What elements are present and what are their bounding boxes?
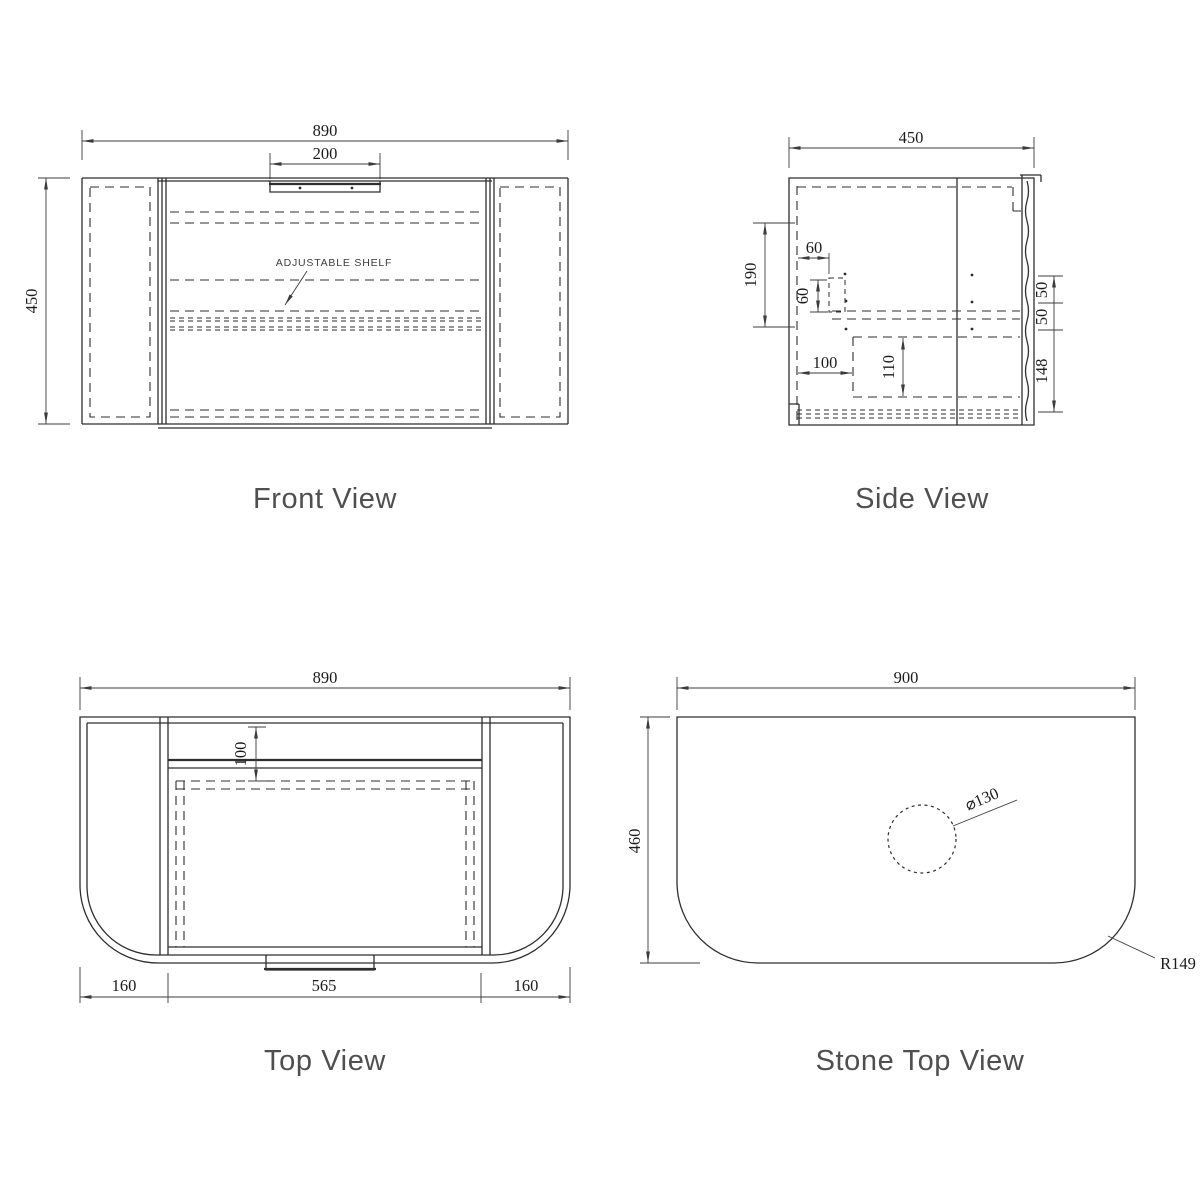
top-dim-890-extensions — [79, 677, 571, 710]
stone-dim-hole-label: ⌀130 — [962, 783, 1001, 814]
stone-dim-radius-label: R149 — [1160, 954, 1196, 973]
side-pin-hole — [844, 299, 848, 303]
side-dim-60h-label: 60 — [806, 238, 823, 257]
top-dim-100-label: 100 — [231, 742, 250, 767]
side-cabinet-outline — [788, 177, 1035, 426]
front-shelf-hidden-lines — [170, 211, 482, 418]
top-dim-160-right-label: 160 — [514, 976, 539, 995]
side-shelf-hidden-lines — [832, 310, 1020, 320]
top-wing-dividers — [159, 717, 491, 955]
side-pin-hole — [970, 327, 974, 331]
side-dim-110-label: 110 — [879, 355, 898, 379]
side-pin-hole — [844, 327, 848, 331]
side-view: 450 190 60 60 100 — [741, 128, 1063, 515]
side-bottom-hidden-lines — [797, 409, 1020, 419]
top-dim-100-ticks — [248, 726, 266, 782]
side-door-wavy-edge — [1024, 180, 1030, 422]
side-dim-450-extensions — [788, 137, 1035, 168]
side-dim-60v-label: 60 — [793, 288, 812, 305]
side-drawer-zone-hidden — [852, 336, 1020, 398]
stone-view-title: Stone Top View — [816, 1045, 1025, 1077]
stone-outline — [676, 716, 1136, 964]
front-left-wing-hidden — [89, 186, 151, 418]
front-dim-890-label: 890 — [313, 121, 338, 140]
side-dim-100-label: 100 — [813, 353, 838, 372]
side-view-title: Side View — [855, 483, 989, 515]
front-dim-200-extensions — [269, 153, 381, 179]
top-view: 890 100 160 565 160 Top View — [80, 668, 570, 1077]
side-pin-hole — [970, 273, 974, 277]
front-cabinet-outline — [81, 177, 569, 429]
front-right-wing-hidden — [499, 186, 561, 418]
top-carcass-hidden — [175, 780, 475, 947]
front-shelf-annotation-arrow — [284, 270, 308, 306]
front-view-title: Front View — [253, 483, 398, 515]
side-dim-148-label: 148 — [1032, 359, 1051, 384]
stone-tap-hole-leader — [952, 799, 1018, 827]
stone-dim-460-label: 460 — [625, 829, 644, 854]
top-dim-565-label: 565 — [312, 976, 337, 995]
top-dim-890-label: 890 — [313, 668, 338, 687]
side-back-panel-hidden — [796, 186, 1012, 420]
side-door-panel — [1020, 174, 1042, 425]
front-shelf-annotation: ADJUSTABLE SHELF — [276, 257, 392, 269]
side-top-bracket-hidden — [1012, 187, 1021, 212]
side-pin-hole — [970, 300, 974, 304]
front-dim-200-label: 200 — [313, 144, 338, 163]
top-view-title: Top View — [264, 1045, 386, 1077]
front-handle-screw-left — [298, 186, 302, 190]
side-dim-60v-extensions — [810, 279, 828, 313]
front-dim-890-extensions — [81, 130, 569, 160]
side-dim-190-label: 190 — [741, 263, 760, 288]
front-shelf-edge-hidden-lines — [170, 317, 482, 331]
side-dim-450-label: 450 — [899, 128, 924, 147]
stone-dim-900-extensions — [676, 677, 1136, 710]
front-handle-screw-right — [350, 186, 354, 190]
front-handle — [269, 181, 381, 193]
side-pin-hole — [843, 272, 847, 276]
stone-tap-hole — [887, 804, 957, 874]
side-dim-50b-label: 50 — [1032, 309, 1051, 326]
stone-radius-leader — [1107, 935, 1156, 959]
front-dim-450-extensions — [38, 177, 70, 425]
top-shell-inner — [86, 722, 564, 956]
front-view: 890 200 450 ADJUSTABLE SHELF Front View — [22, 121, 569, 515]
side-hanging-rail-hidden — [828, 277, 846, 313]
top-dim-160-left-label: 160 — [112, 976, 137, 995]
side-dim-190-extensions — [753, 222, 795, 328]
front-dim-450-label: 450 — [22, 289, 41, 314]
top-shell-outer — [79, 716, 571, 964]
stone-top-view: 900 460 ⌀130 R149 Stone Top View — [625, 668, 1196, 1077]
stone-dim-460-extensions — [640, 716, 700, 964]
side-dim-50a-label: 50 — [1032, 282, 1051, 299]
stone-dim-900-label: 900 — [894, 668, 919, 687]
